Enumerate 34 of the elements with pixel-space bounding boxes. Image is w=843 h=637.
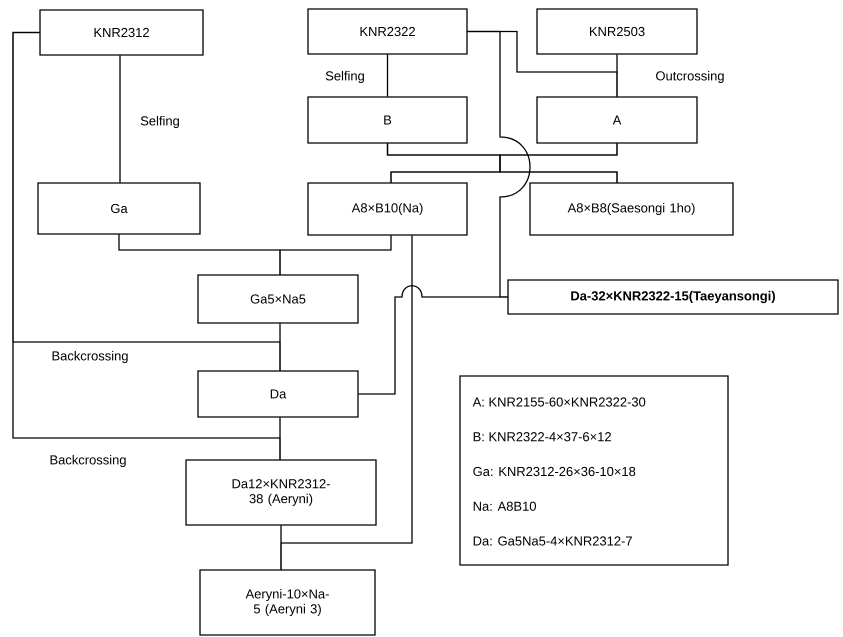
connector-line [279,236,392,274]
process-box: Da [197,370,359,418]
result-box: Da-32×KNR2322-15(Taeyansongi) [507,279,839,315]
connector-line [468,30,531,298]
note-text: Na: A8B10 [474,502,536,511]
connector-line [279,418,281,460]
process-box: KNR2322 [307,8,468,55]
note-text: A: KNR2155-60×KNR2322-30 [472,397,646,407]
process-box: A8×B10(Na) [307,182,468,236]
edge-label: Outcrossing [656,70,724,84]
process-box: Ga5×Na5 [197,274,359,324]
process-box: A [536,96,698,144]
edge-label: Selfing [326,70,364,84]
connector-line [499,144,618,182]
edge-label: Backcrossing [50,454,126,468]
process-box: A8×B8(Saesongi 1ho) [529,182,734,236]
connector-line [616,54,618,96]
connector-line [386,54,388,96]
notes-box [459,375,729,566]
note-text: B: KNR2322-4×37-6×12 [474,432,611,442]
edge-label: Selfing [140,116,179,128]
note-text: Ga: KNR2312-26×36-10×18 [473,466,636,476]
connector-line [119,56,121,182]
process-box: Ga [37,182,201,235]
process-box: KNR2503 [536,8,698,55]
process-box: Da12×KNR2312-38 (Aeryni) [185,459,377,526]
process-box: B [307,96,468,144]
note-text: Da: Ga5Na5-4×KNR2312-7 [474,536,632,546]
connector-line [280,526,282,570]
process-box: Aeryni-10×Na-5 (Aeryni 3) [199,569,376,636]
edge-label: Backcrossing [52,350,128,364]
connector-line [279,324,281,370]
connector-line [358,285,508,395]
process-box: KNR2312 [39,9,204,56]
